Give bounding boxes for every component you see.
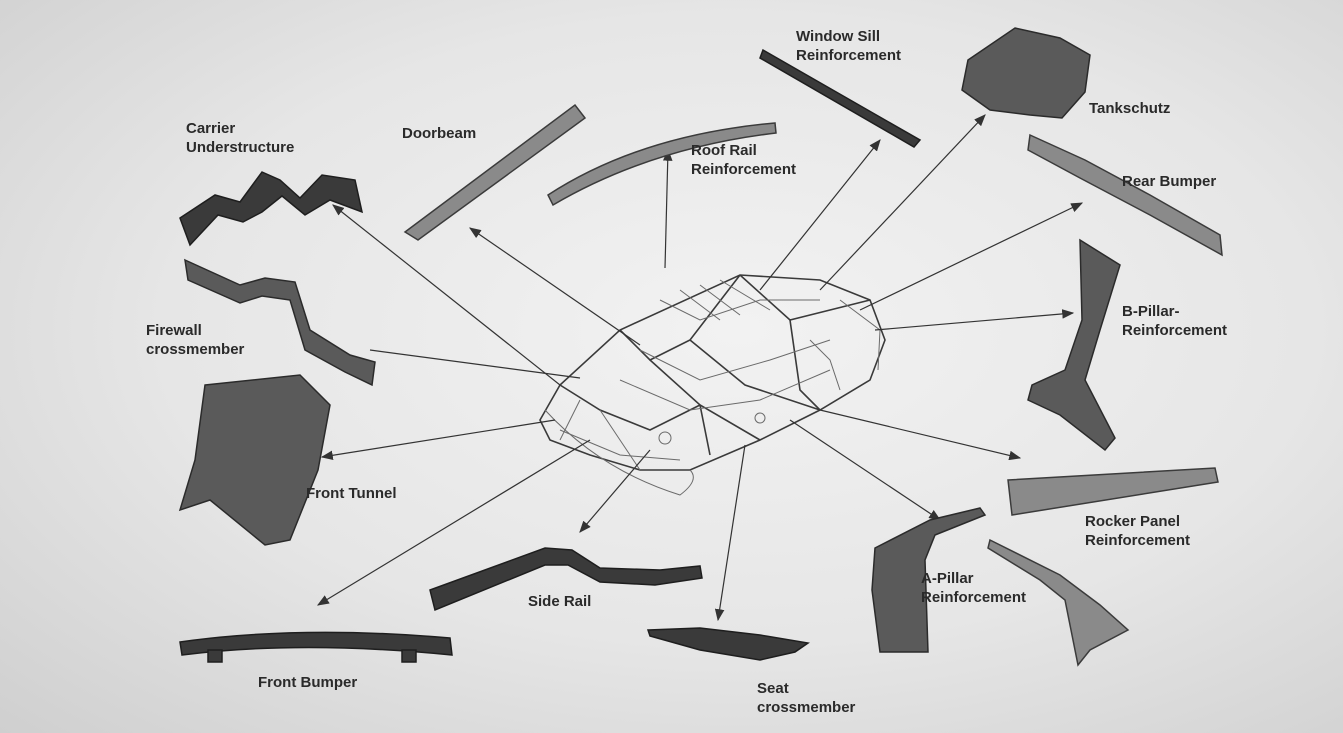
seat-crossmember-part bbox=[646, 627, 810, 661]
label-a-pillar: A-Pillar Reinforcement bbox=[921, 569, 1026, 607]
label-window-sill-line1: Window Sill bbox=[796, 28, 881, 45]
front-bumper-part bbox=[179, 631, 453, 656]
label-doorbeam: Doorbeam bbox=[402, 125, 477, 142]
firewall-crossmember-part bbox=[184, 258, 376, 387]
label-b-pillar-line1: B-Pillar- bbox=[1122, 303, 1180, 320]
arrow-front-bumper bbox=[316, 439, 591, 606]
doorbeam-part bbox=[403, 103, 587, 241]
arrow-side-rail bbox=[579, 449, 651, 533]
label-roof-rail-line1: Roof Rail bbox=[691, 142, 757, 159]
arrow-doorbeam bbox=[469, 227, 641, 346]
tankschutz-part bbox=[961, 27, 1091, 119]
label-window-sill: Window Sill Reinforcement bbox=[796, 27, 901, 65]
rear-bumper-part bbox=[1027, 133, 1223, 257]
label-rocker-panel: Rocker Panel Reinforcement bbox=[1085, 512, 1190, 550]
arrow-tankschutz bbox=[819, 114, 986, 291]
arrow-b-pillar bbox=[874, 309, 1075, 331]
label-roof-rail-line2: Reinforcement bbox=[691, 161, 797, 178]
label-b-pillar: B-Pillar- Reinforcement bbox=[1122, 302, 1227, 340]
arrow-a-pillar bbox=[789, 419, 941, 521]
label-firewall-line1: Firewall bbox=[146, 322, 202, 339]
front-bumper-bracket-right bbox=[401, 649, 417, 663]
label-firewall-line2: crossmember bbox=[146, 341, 245, 358]
label-rocker-panel-line1: Rocker Panel bbox=[1085, 513, 1181, 530]
front-bumper-bracket-left bbox=[207, 649, 223, 663]
arrow-window-sill bbox=[759, 139, 881, 291]
carrier-understructure-part bbox=[179, 171, 364, 247]
arrow-seat-crossmember bbox=[714, 444, 746, 622]
arrow-firewall bbox=[369, 349, 581, 379]
label-rear-bumper: Rear Bumper bbox=[1122, 173, 1217, 190]
window-sill-reinforcement-part bbox=[759, 48, 922, 148]
label-seat-crossmember: Seat crossmember bbox=[757, 679, 855, 717]
label-a-pillar-line1: A-Pillar bbox=[921, 570, 974, 587]
label-front-tunnel: Front Tunnel bbox=[306, 485, 397, 502]
label-tankschutz: Tankschutz bbox=[1089, 100, 1171, 117]
arrow-rear-bumper bbox=[859, 202, 1084, 311]
label-roof-rail: Roof Rail Reinforcement bbox=[691, 141, 796, 179]
arrow-front-tunnel bbox=[320, 419, 556, 461]
b-pillar-reinforcement-part bbox=[1027, 238, 1121, 452]
label-firewall: Firewall crossmember bbox=[146, 321, 244, 359]
car-body-frame bbox=[539, 274, 886, 496]
side-rail-part bbox=[429, 547, 703, 612]
label-side-rail: Side Rail bbox=[528, 593, 592, 610]
arrow-carrier bbox=[332, 204, 561, 386]
label-a-pillar-line2: Reinforcement bbox=[921, 589, 1027, 606]
label-front-bumper: Front Bumper bbox=[258, 674, 358, 691]
label-seat-line2: crossmember bbox=[757, 699, 856, 716]
arrow-roof-rail bbox=[662, 148, 673, 269]
label-b-pillar-line2: Reinforcement bbox=[1122, 322, 1228, 339]
rocker-panel-reinforcement-part bbox=[1007, 467, 1219, 516]
label-seat-line1: Seat bbox=[757, 680, 789, 697]
a-pillar-reinforcement-part bbox=[871, 507, 987, 653]
label-carrier-understructure: Carrier Understructure bbox=[186, 119, 294, 157]
label-rocker-panel-line2: Reinforcement bbox=[1085, 532, 1191, 549]
arrow-rocker-panel bbox=[819, 409, 1022, 461]
label-carrier-line2: Understructure bbox=[186, 139, 295, 156]
label-window-sill-line2: Reinforcement bbox=[796, 47, 902, 64]
pointer-arrows bbox=[316, 114, 1084, 622]
a-pillar-secondary-part bbox=[987, 538, 1130, 667]
front-tunnel-part bbox=[178, 374, 331, 546]
label-carrier-line1: Carrier bbox=[186, 120, 236, 137]
roof-rail-reinforcement-part bbox=[547, 122, 777, 207]
